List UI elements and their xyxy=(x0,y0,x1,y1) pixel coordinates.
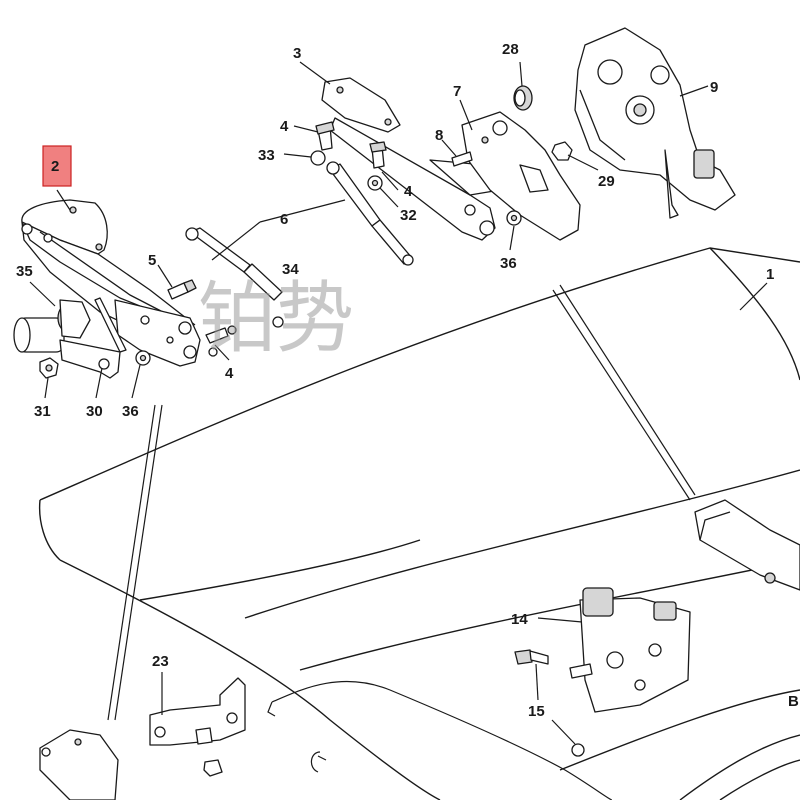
callout-8: 8 xyxy=(435,127,443,144)
bolt-4-lower xyxy=(205,325,237,357)
nut-31 xyxy=(39,357,59,379)
callout-31: 31 xyxy=(34,403,51,420)
nut-32-hole xyxy=(371,179,379,187)
callout-4-mid: 4 xyxy=(404,183,413,200)
callout-4-lower: 4 xyxy=(225,365,234,382)
callout-23: 23 xyxy=(152,653,169,670)
hood-panel xyxy=(38,247,800,800)
bracket-plate-7 xyxy=(461,111,581,241)
nut-latch xyxy=(571,743,585,757)
washer-36-left-hole xyxy=(139,354,147,362)
cap-33 xyxy=(310,150,326,166)
callout-2-highlight xyxy=(42,145,72,187)
hinge-arm-lower xyxy=(39,729,119,800)
bolt-8 xyxy=(451,151,473,167)
hood-hinge-right xyxy=(694,499,800,591)
callout-3: 3 xyxy=(293,45,301,62)
callout-34: 34 xyxy=(282,261,299,278)
washer-36-right-hole xyxy=(510,214,518,222)
small-motor-35 xyxy=(13,299,91,353)
cable-hook xyxy=(267,701,276,717)
watermark: 铂势 xyxy=(198,274,354,364)
callout-6: 6 xyxy=(280,211,288,228)
callout-1: 1 xyxy=(766,266,774,283)
callout-33: 33 xyxy=(258,147,275,164)
hinge-arm-assembly xyxy=(21,199,201,367)
callout-28: 28 xyxy=(502,41,519,58)
gas-strut-6 xyxy=(326,161,414,266)
bolt-15 xyxy=(514,649,549,665)
nut-29 xyxy=(551,141,573,161)
callout-35: 35 xyxy=(16,263,33,280)
clip-e xyxy=(310,751,327,773)
leader-lines xyxy=(29,61,768,745)
callout-32: 32 xyxy=(400,207,417,224)
gas-strut-34 xyxy=(185,227,284,328)
callout-5: 5 xyxy=(148,252,156,269)
callout-9: 9 xyxy=(710,79,718,96)
actuator-motor-9 xyxy=(574,27,736,219)
latch-14 xyxy=(569,587,691,713)
callout-36-left: 36 xyxy=(122,403,139,420)
callout-14: 14 xyxy=(511,611,528,628)
bolt-5 xyxy=(167,279,197,300)
callout-B: B xyxy=(788,693,799,710)
release-cable xyxy=(271,680,613,800)
callout-7: 7 xyxy=(453,83,461,100)
callout-15: 15 xyxy=(528,703,545,720)
callout-36-right: 36 xyxy=(500,255,517,272)
callout-30: 30 xyxy=(86,403,103,420)
callout-29: 29 xyxy=(598,173,615,190)
bracket-23 xyxy=(149,677,246,777)
bushing-28 xyxy=(513,85,533,111)
callout-4-upper: 4 xyxy=(280,118,289,135)
callout-2: 2 xyxy=(51,158,59,175)
bracket-30 xyxy=(59,297,127,379)
callout-labels: 2 3 4 4 4 5 6 7 8 9 1 14 15 23 28 29 30 … xyxy=(16,41,799,720)
